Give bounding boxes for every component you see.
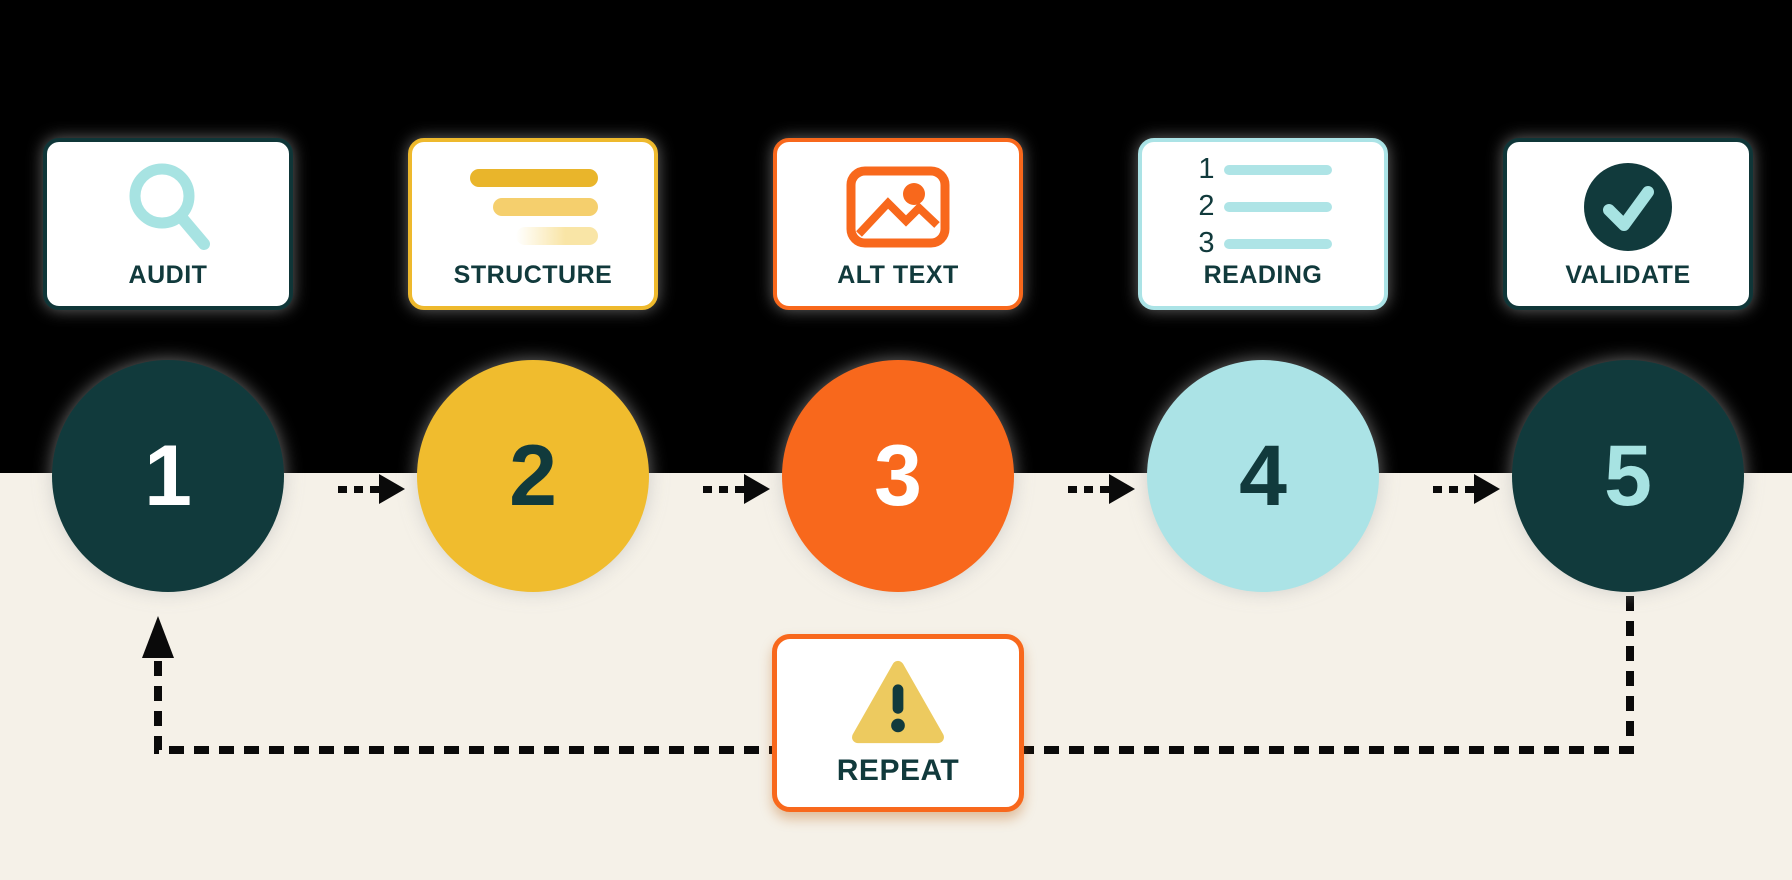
step-circle-validate: 5 [1512, 360, 1744, 592]
flow-arrow-2 [703, 474, 770, 504]
step-number: 2 [509, 428, 557, 524]
step-circle-audit: 1 [52, 360, 284, 592]
step-card-alt-text: ALT TEXT [773, 138, 1023, 310]
step-label-structure: STRUCTURE [453, 261, 613, 289]
flow-arrowhead-icon [1474, 474, 1500, 504]
step-card-structure: STRUCTURE [408, 138, 658, 310]
warning-triangle-icon [848, 658, 948, 746]
flow-arrow-dashes [1068, 485, 1109, 493]
step-card-reading: 1 2 3 READING [1138, 138, 1388, 310]
flow-arrow-4 [1433, 474, 1500, 504]
repeat-card: REPEAT [772, 634, 1024, 812]
step-column-alt-text: ALT TEXT 3 [773, 0, 1023, 880]
step-column-structure: STRUCTURE 2 [408, 0, 658, 880]
step-circle-reading: 4 [1147, 360, 1379, 592]
flow-arrowhead-icon [1109, 474, 1135, 504]
flow-arrow-dashes [338, 485, 379, 493]
flow-arrow-3 [1068, 474, 1135, 504]
flow-arrow-1 [338, 474, 405, 504]
step-column-reading: 1 2 3 READING 4 [1138, 0, 1388, 880]
flow-arrowhead-icon [379, 474, 405, 504]
step-number: 1 [144, 428, 192, 524]
step-card-validate: VALIDATE [1503, 138, 1753, 310]
step-number: 4 [1239, 428, 1287, 524]
step-column-validate: VALIDATE 5 [1503, 0, 1753, 880]
flow-arrow-dashes [1433, 485, 1474, 493]
step-label-alt-text: ALT TEXT [837, 261, 959, 289]
loop-arrowhead-icon [142, 616, 174, 658]
step-label-audit: AUDIT [128, 261, 208, 289]
image-icon [846, 142, 950, 261]
step-number: 3 [874, 428, 922, 524]
heading-bars-icon [468, 142, 598, 261]
magnifier-icon [120, 142, 216, 261]
flow-arrow-dashes [703, 485, 744, 493]
step-label-validate: VALIDATE [1565, 261, 1691, 289]
repeat-label: REPEAT [836, 754, 960, 787]
step-circle-alt-text: 3 [782, 360, 1014, 592]
step-card-audit: AUDIT [43, 138, 293, 310]
step-number: 5 [1604, 428, 1652, 524]
step-label-reading: READING [1203, 261, 1323, 289]
step-column-audit: AUDIT 1 [43, 0, 293, 880]
numbered-list-icon: 1 2 3 [1195, 142, 1332, 261]
step-circle-structure: 2 [417, 360, 649, 592]
flow-arrowhead-icon [744, 474, 770, 504]
check-circle-icon [1582, 142, 1674, 261]
